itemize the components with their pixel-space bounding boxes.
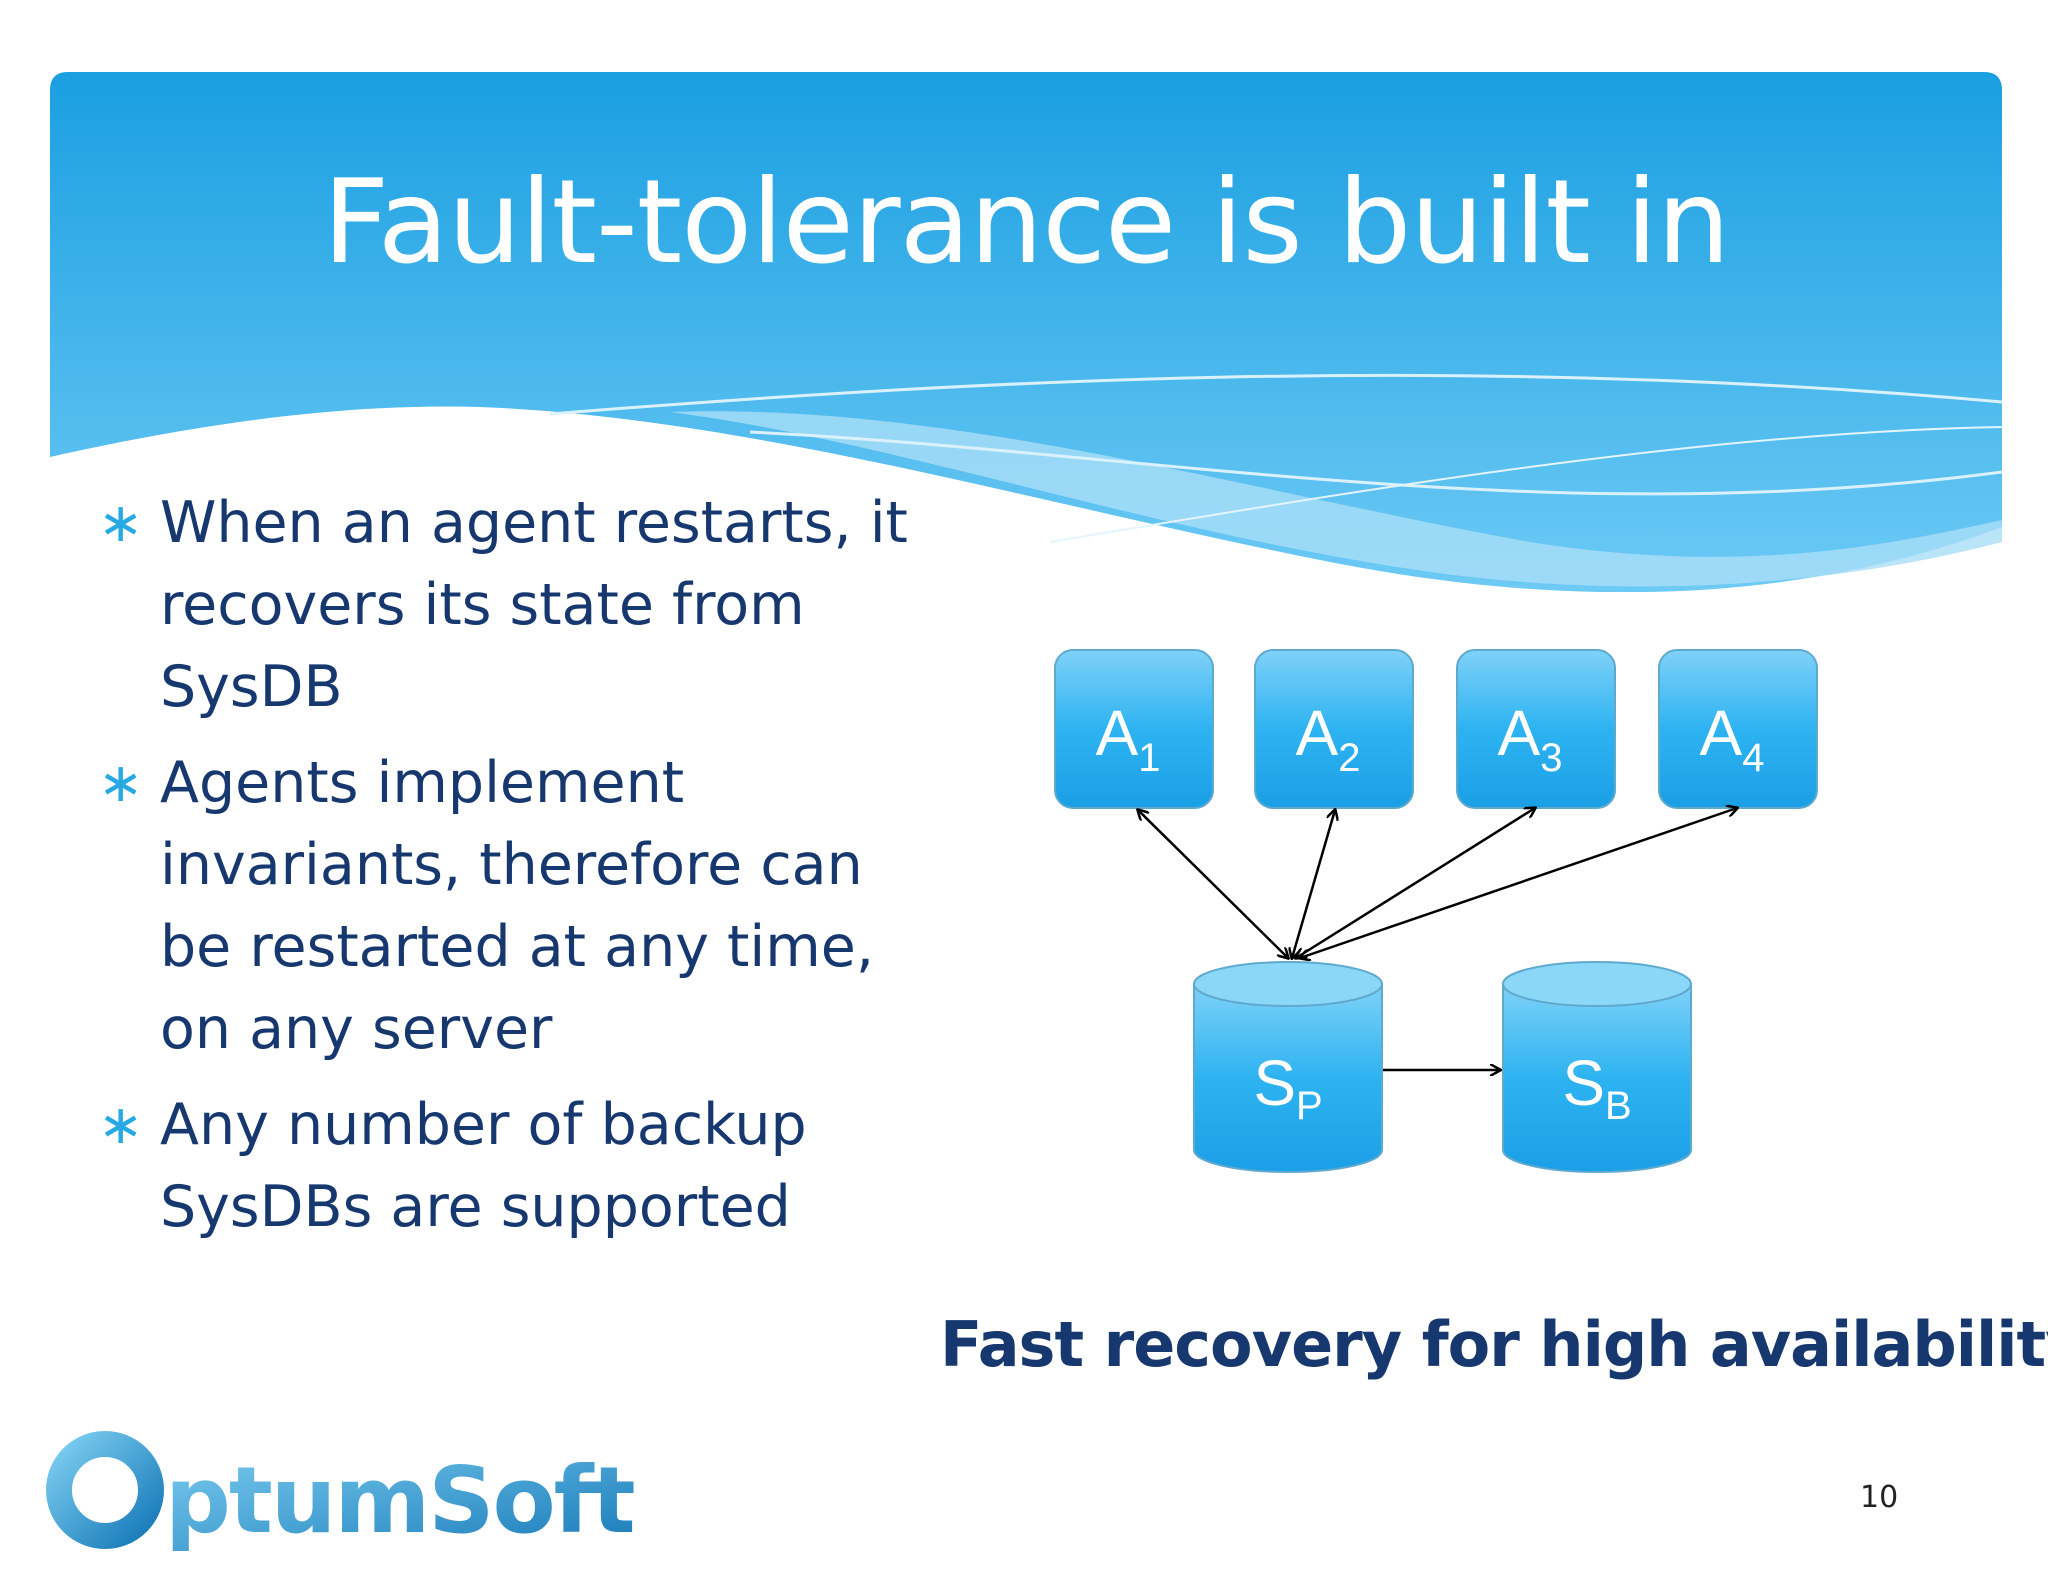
agent-label: A [1498, 697, 1541, 769]
arrow-a1-sp [1138, 810, 1288, 958]
bullet-text: Any number of backup SysDBs are supporte… [160, 1092, 807, 1240]
bullet-item: ∗ Agents implement invariants, therefore … [92, 742, 932, 1070]
svg-text:ptumSoft: ptumSoft [165, 1447, 634, 1554]
agent-label: A [1296, 697, 1339, 769]
agent-subscript: 4 [1742, 736, 1764, 780]
svg-text:SP: SP [1253, 1047, 1322, 1128]
sysdb-primary-node: SP [1193, 961, 1383, 1173]
slide-title: Fault-tolerance is built in [322, 155, 1731, 290]
sysdb-backup-node: SB [1502, 961, 1692, 1173]
agent-subscript: 1 [1138, 736, 1160, 780]
arrow-a2-sp [1292, 810, 1335, 958]
agent-node-a1: A1 [1054, 649, 1214, 809]
agent-node-a2: A2 [1254, 649, 1414, 809]
asterisk-bullet-icon: ∗ [98, 1093, 144, 1156]
title-banner [50, 72, 2002, 592]
arrow-a3-sp [1296, 808, 1535, 958]
svg-text:A4: A4 [1700, 697, 1765, 780]
agent-node-a3: A3 [1456, 649, 1616, 809]
arrow-a4-sp [1300, 808, 1737, 958]
subtitle-text: Fast recovery for high availability [940, 1308, 2048, 1381]
agent-label: A [1700, 697, 1743, 769]
svg-text:A1: A1 [1096, 697, 1161, 780]
svg-text:SB: SB [1562, 1047, 1631, 1128]
asterisk-bullet-icon: ∗ [98, 751, 144, 814]
agent-node-a4: A4 [1658, 649, 1818, 809]
sysdb-label: S [1253, 1047, 1296, 1119]
sysdb-label: S [1562, 1047, 1605, 1119]
connection-arrows [1138, 808, 1737, 1070]
svg-text:A2: A2 [1296, 697, 1361, 780]
bullet-item: ∗ When an agent restarts, it recovers its… [92, 482, 932, 728]
bullet-text: Agents implement invariants, therefore c… [160, 750, 874, 1062]
svg-text:A3: A3 [1498, 697, 1563, 780]
agent-subscript: 2 [1338, 736, 1360, 780]
agent-label: A [1096, 697, 1139, 769]
asterisk-bullet-icon: ∗ [98, 491, 144, 554]
agent-subscript: 3 [1540, 736, 1562, 780]
page-number: 10 [1860, 1480, 1899, 1515]
bullet-list: ∗ When an agent restarts, it recovers its… [92, 482, 932, 1262]
bullet-text: When an agent restarts, it recovers its … [160, 490, 908, 720]
bullet-item: ∗ Any number of backup SysDBs are support… [92, 1084, 932, 1248]
sysdb-subscript: P [1296, 1084, 1323, 1128]
optumsoft-logo: ptumSoft [46, 1431, 636, 1554]
sysdb-subscript: B [1605, 1084, 1632, 1128]
